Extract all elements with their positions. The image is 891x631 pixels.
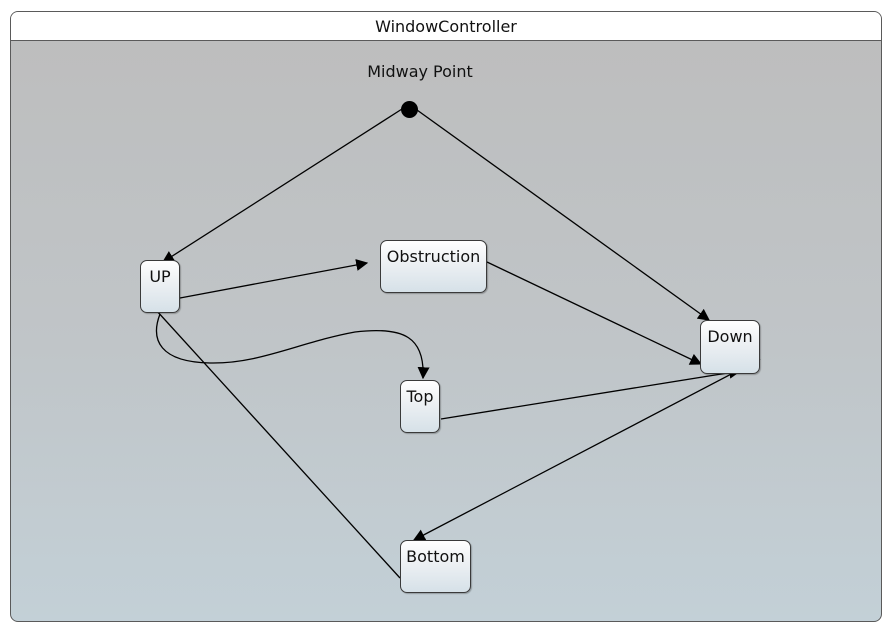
transition-obstruction-to-down[interactable] — [486, 261, 703, 365]
container-title: WindowController — [11, 12, 881, 41]
transition-top-to-down[interactable] — [440, 366, 742, 420]
window-controller-container: WindowController — [10, 11, 882, 622]
state-obstruction-label: Obstruction — [386, 247, 481, 266]
state-bottom[interactable]: Bottom — [400, 540, 471, 593]
state-top-label: Top — [406, 387, 434, 406]
state-top[interactable]: Top — [400, 380, 440, 433]
state-up-label: UP — [149, 267, 171, 286]
transition-down-to-bottom[interactable] — [412, 358, 761, 541]
transition-up-to-obstruction[interactable] — [179, 259, 369, 299]
transition-midway-to-up[interactable] — [161, 108, 403, 263]
state-bottom-label: Bottom — [406, 547, 465, 566]
state-up[interactable]: UP — [140, 260, 180, 313]
initial-state-label: Midway Point — [367, 62, 473, 81]
transition-bottom-to-up[interactable] — [145, 298, 401, 579]
initial-state-dot[interactable] — [401, 101, 418, 118]
transition-up-to-top[interactable] — [155, 313, 430, 380]
transition-midway-to-down[interactable] — [416, 109, 710, 321]
state-down-label: Down — [707, 327, 753, 346]
state-down[interactable]: Down — [700, 320, 760, 374]
state-obstruction[interactable]: Obstruction — [380, 240, 487, 293]
